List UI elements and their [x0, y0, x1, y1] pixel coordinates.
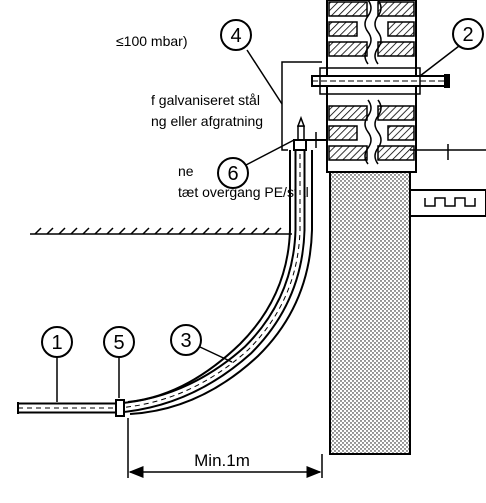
- svg-text:1: 1: [51, 332, 62, 354]
- foundation: [329, 171, 411, 455]
- ground-line: [30, 227, 292, 235]
- legend: ≤100 mbar) f galvaniseret stål ng eller …: [116, 33, 309, 200]
- floor-slab: [409, 144, 486, 217]
- svg-text:3: 3: [180, 330, 191, 352]
- callout-2: 2: [419, 18, 484, 77]
- legend-line-3: ng eller afgratning: [151, 113, 263, 129]
- dimension-label: Min.1m: [194, 451, 250, 470]
- callout-5: 4: [220, 19, 252, 51]
- legend-line-1: ≤100 mbar): [116, 33, 188, 49]
- gas-pipe: [17, 115, 326, 417]
- svg-text:4: 4: [230, 25, 241, 47]
- legend-line-2: f galvaniseret stål: [151, 92, 260, 108]
- callout-6: 6: [217, 139, 295, 189]
- callout-1: 1: [41, 326, 73, 402]
- callout-5-leader: [246, 49, 322, 151]
- wall-sleeve: [311, 67, 450, 95]
- callout-4: 5: [103, 326, 135, 398]
- svg-text:6: 6: [227, 163, 238, 185]
- legend-line-5: tæt overgang PE/stål: [178, 184, 309, 200]
- dimension-min-1m: Min.1m: [127, 418, 323, 478]
- legend-line-4: ne: [178, 163, 194, 179]
- callout-3: 3: [170, 324, 233, 363]
- svg-text:2: 2: [462, 24, 473, 46]
- svg-text:5: 5: [113, 332, 124, 354]
